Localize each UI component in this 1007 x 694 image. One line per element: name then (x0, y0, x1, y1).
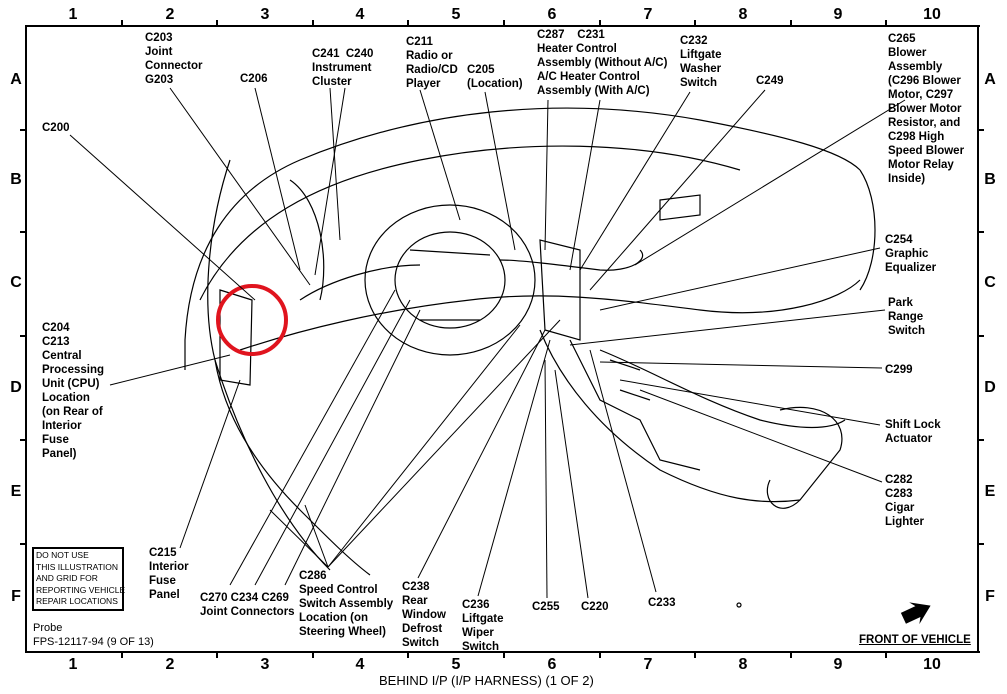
vehicle-name: Probe (33, 622, 63, 634)
col-label: 5 (451, 6, 461, 23)
callout-c282-c283: C282 C283 Cigar Lighter (885, 474, 924, 528)
callout-c204-c213: C204 C213 Central Processing Unit (CPU) … (42, 322, 104, 460)
col-label: 3 (260, 6, 270, 23)
row-label: C (10, 274, 22, 291)
callout-c286: C286 Speed Control Switch Assembly Locat… (299, 570, 394, 638)
col-label: 8 (738, 6, 748, 23)
callout-c270-c234-c269: C270 C234 C269 Joint Connectors (200, 592, 295, 618)
col-label: 6 (547, 6, 557, 23)
callout-c287-c231: C287 C231 Heater Control Assembly (Witho… (537, 29, 668, 97)
col-label-bottom: 5 (451, 656, 461, 673)
col-label-bottom: 9 (833, 656, 843, 673)
callout-shift-lock: Shift Lock Actuator (885, 419, 941, 445)
callout-c254: C254 Graphic Equalizer (885, 234, 937, 274)
row-label: B (10, 171, 22, 188)
col-label-bottom: 7 (643, 656, 653, 673)
callout-park-range-switch: Park Range Switch (888, 297, 926, 337)
callout-c241-c240: C241 C240 Instrument Cluster (312, 48, 374, 88)
col-label-bottom: 8 (738, 656, 748, 673)
row-label: A (10, 71, 22, 88)
col-label-bottom: 6 (547, 656, 557, 673)
col-label-bottom: 1 (68, 656, 78, 673)
col-label: 10 (923, 6, 941, 23)
row-label: D (10, 379, 22, 396)
row-label-right: D (984, 379, 996, 396)
row-label-right: A (984, 71, 996, 88)
callout-c215: C215 Interior Fuse Panel (149, 547, 189, 601)
col-label-bottom: 3 (260, 656, 270, 673)
callout-c233: C233 (648, 597, 676, 609)
col-label: 2 (165, 6, 175, 23)
callout-c255: C255 (532, 601, 560, 613)
figure-id: FPS-12117-94 (9 OF 13) (33, 636, 154, 648)
callout-c232: C232 Liftgate Washer Switch (680, 35, 722, 89)
instrument-panel-sketch (184, 107, 876, 608)
row-label: F (11, 588, 21, 605)
col-label: 7 (643, 6, 653, 23)
col-label: 1 (68, 6, 78, 23)
col-label-bottom: 10 (923, 656, 941, 673)
highlight-circle-c204 (216, 284, 288, 356)
front-of-vehicle-label: FRONT OF VEHICLE (859, 634, 971, 646)
row-label-right: B (984, 171, 996, 188)
callout-c238: C238 Rear Window Defrost Switch (402, 581, 446, 649)
callout-c211: C211 Radio or Radio/CD Player (406, 36, 458, 90)
callout-c236: C236 Liftgate Wiper Switch (462, 599, 504, 653)
col-label-bottom: 2 (165, 656, 175, 673)
leader-lines (69, 87, 906, 599)
callout-c203: C203 Joint Connector G203 (145, 32, 203, 86)
notice-box: DO NOT USE THIS ILLUSTRATION AND GRID FO… (32, 547, 125, 611)
row-label-right: F (985, 588, 995, 605)
row-label-right: C (984, 274, 996, 291)
callout-c200: C200 (42, 122, 70, 134)
col-label: 4 (355, 6, 365, 23)
front-arrow-icon (900, 602, 931, 625)
callout-c220: C220 (581, 601, 609, 613)
diagram-title: BEHIND I/P (I/P HARNESS) (1 OF 2) (379, 673, 594, 688)
grid-ticks (20, 20, 984, 658)
row-label: E (10, 483, 22, 500)
col-label-bottom: 4 (355, 656, 365, 673)
callout-c249: C249 (756, 75, 784, 87)
callout-c265: C265 Blower Assembly (C296 Blower Motor,… (888, 33, 965, 185)
callout-c205: C205 (Location) (467, 64, 523, 90)
col-label: 9 (833, 6, 843, 23)
row-label-right: E (984, 483, 996, 500)
callout-c206: C206 (240, 73, 268, 85)
callout-c299: C299 (885, 364, 913, 376)
